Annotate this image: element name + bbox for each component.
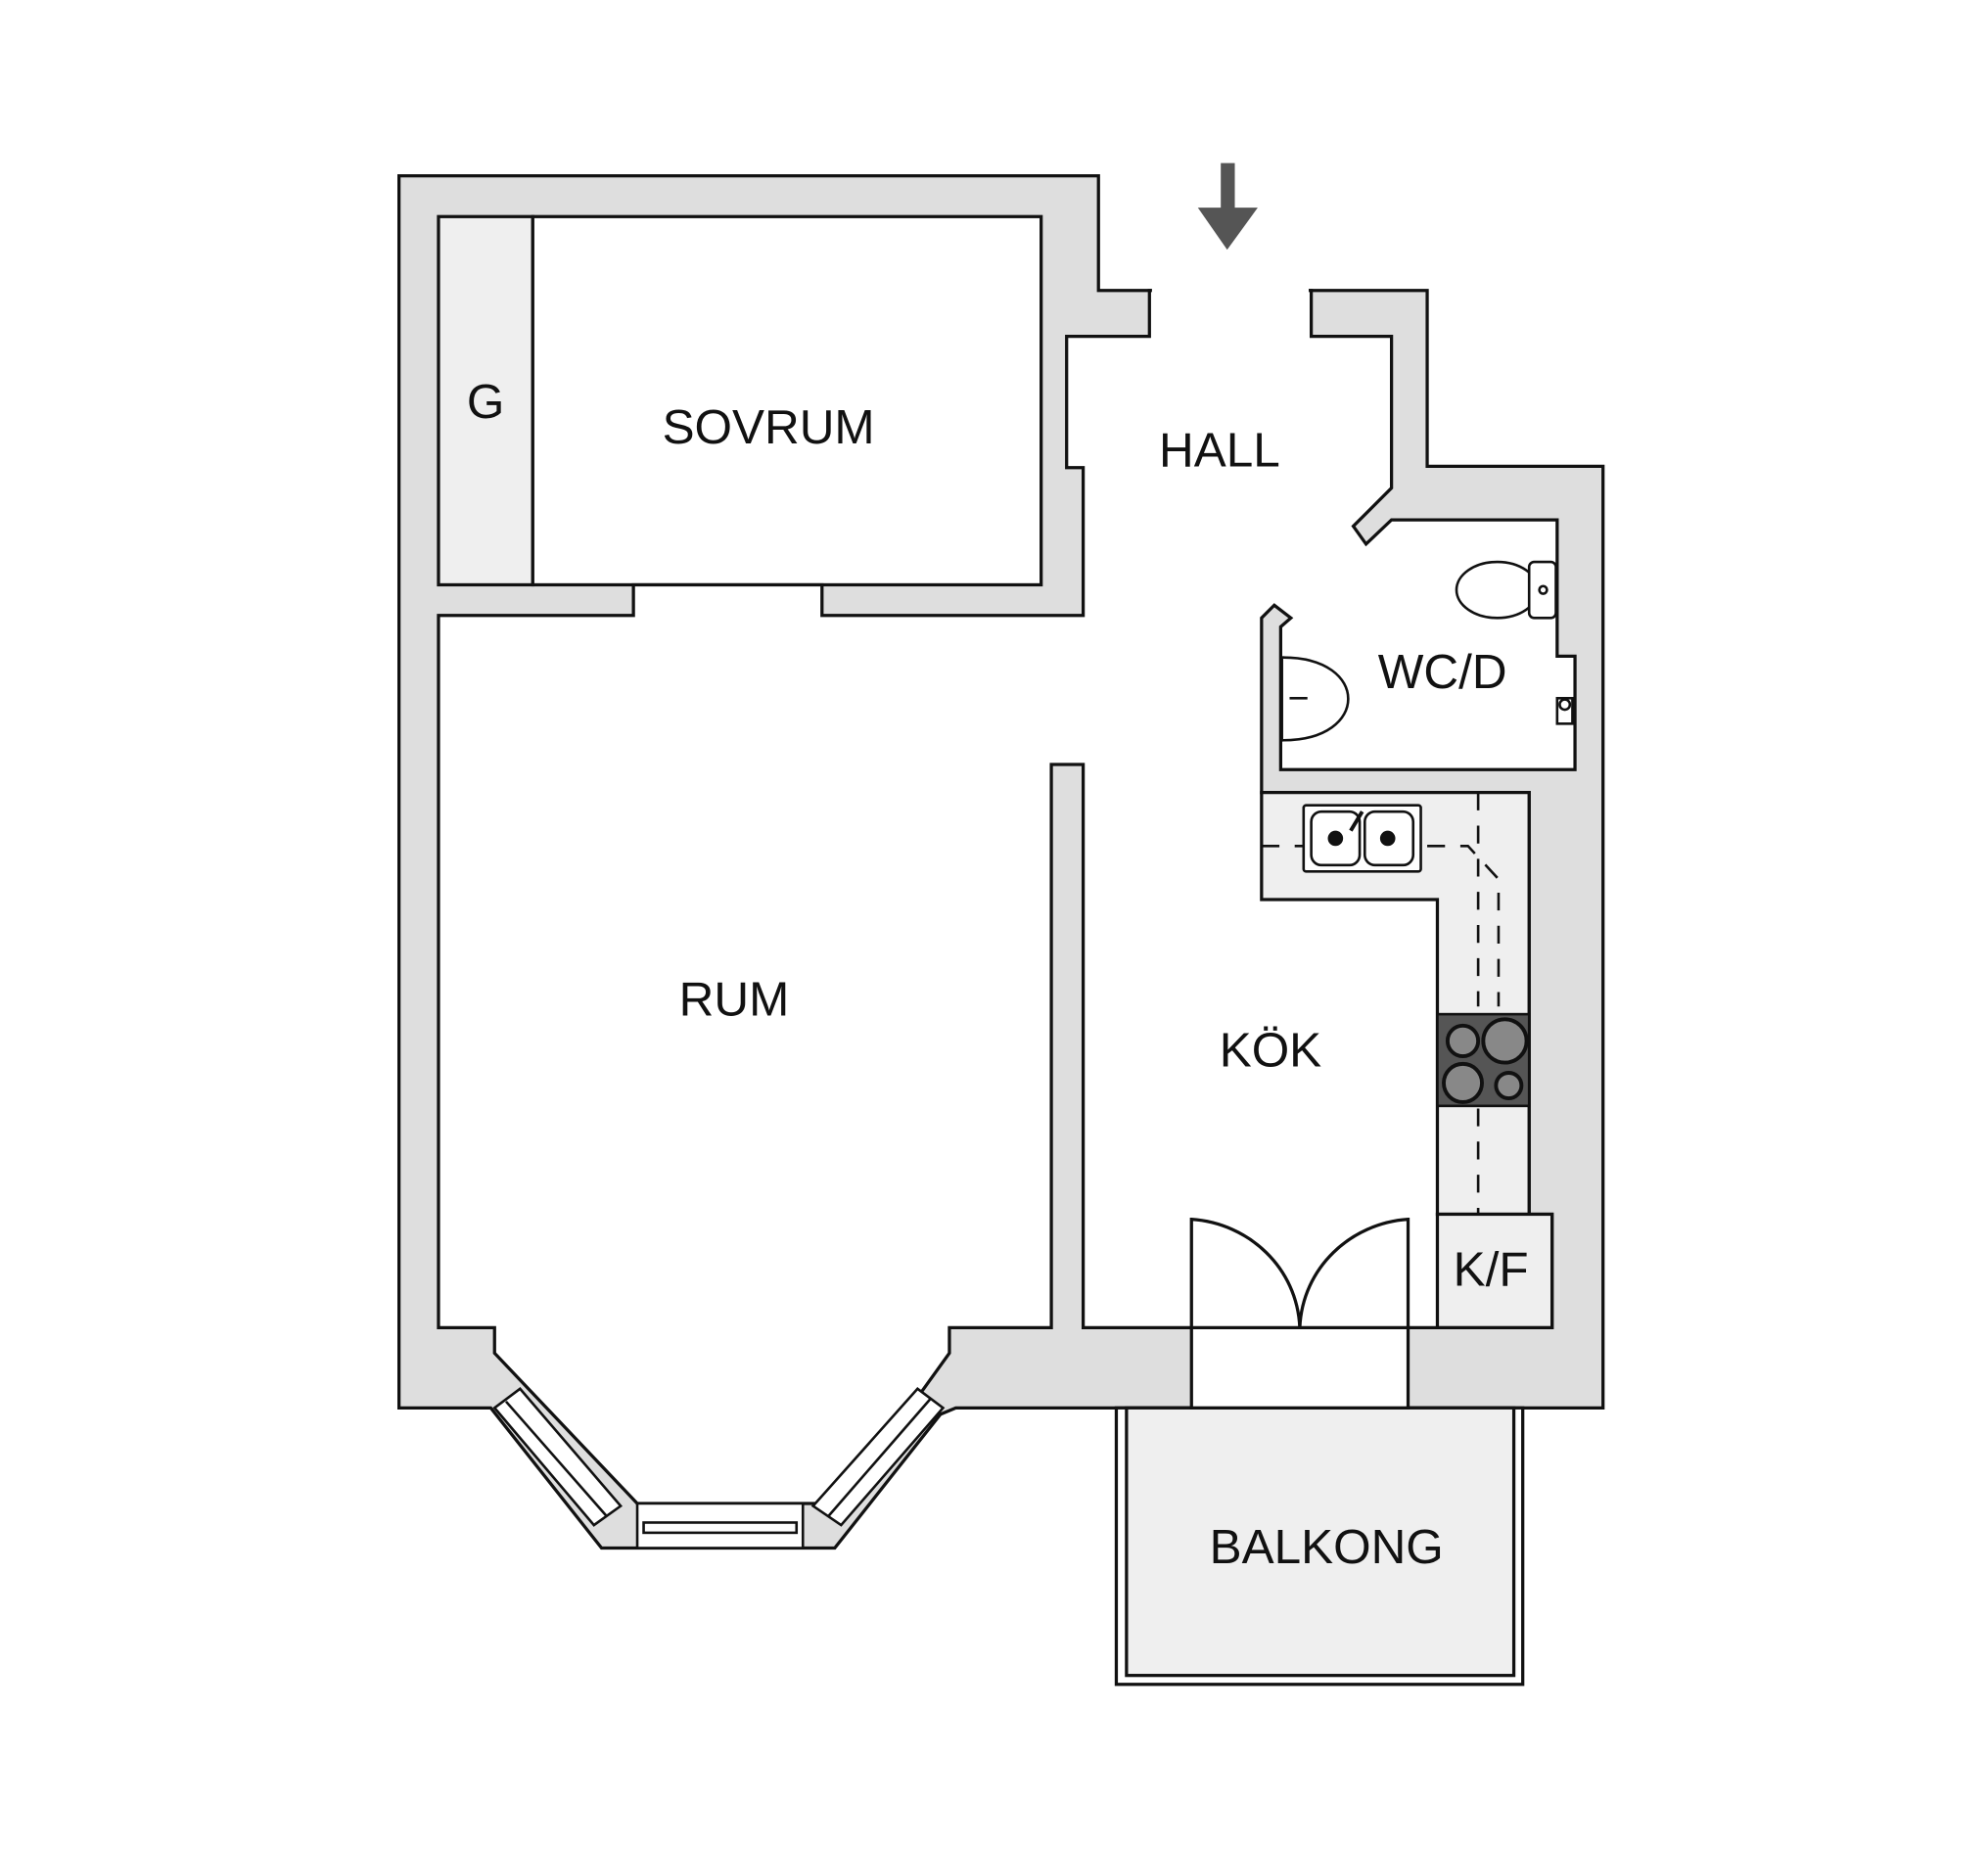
room-label-bedroom: SOVRUM xyxy=(663,400,875,454)
room-label-living-room: RUM xyxy=(679,972,790,1026)
room-label-kitchen: KÖK xyxy=(1220,1024,1321,1078)
room-label-bathroom: WC/D xyxy=(1378,645,1507,699)
fridge-freezer xyxy=(1435,1212,1554,1329)
room-label-fridge-freezer: K/F xyxy=(1454,1242,1529,1296)
room-label-hall: HALL xyxy=(1159,423,1280,477)
stove-icon xyxy=(1436,1012,1531,1108)
bay-window-icon xyxy=(492,1387,946,1549)
entrance-arrow-icon xyxy=(1197,162,1258,251)
kitchen-sink-icon xyxy=(1302,804,1422,873)
shower-icon xyxy=(1555,697,1574,725)
sink-icon xyxy=(1281,656,1350,742)
room-label-closet: G xyxy=(467,375,504,429)
room-label-balcony: BALKONG xyxy=(1210,1520,1444,1574)
main-interior xyxy=(437,289,1577,1505)
toilet-icon xyxy=(1455,560,1557,620)
balcony xyxy=(1114,1406,1525,1687)
balcony-door-icon[interactable] xyxy=(1189,1217,1410,1410)
